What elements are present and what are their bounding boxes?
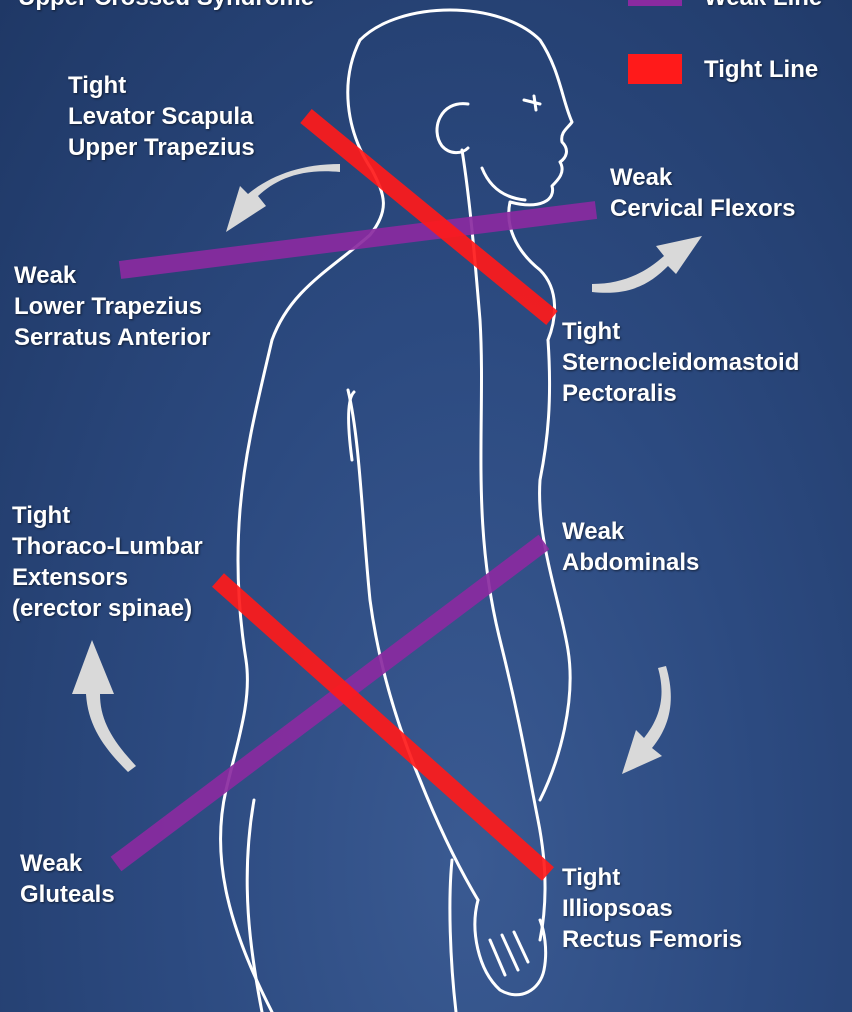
legend-tight-swatch: [628, 54, 682, 84]
ear-outline: [437, 104, 468, 153]
label-gluteals: Weak Gluteals: [20, 848, 115, 910]
label-cervical-flexors: Weak Cervical Flexors: [610, 162, 795, 224]
label-levator-scapula: Tight Levator Scapula Upper Trapezius: [68, 70, 255, 163]
muscle-text: Serratus Anterior: [14, 322, 211, 353]
status-text: Weak: [14, 260, 211, 291]
muscle-text: Cervical Flexors: [610, 193, 795, 224]
status-text: Weak: [562, 516, 699, 547]
buttock-outline: [247, 800, 262, 1012]
label-illiopsoas: Tight Illiopsoas Rectus Femoris: [562, 862, 742, 955]
label-sternocleidomastoid: Tight Sternocleidomastoid Pectoralis: [562, 316, 799, 409]
arrow-upper-right: [592, 236, 702, 293]
status-text: Tight: [562, 862, 742, 893]
arrow-lower-left: [72, 640, 136, 772]
muscle-text: (erector spinae): [12, 593, 203, 624]
finger-lines: [490, 932, 528, 975]
eye-mark: [524, 96, 540, 110]
label-abdominals: Weak Abdominals: [562, 516, 699, 578]
jaw-outline: [482, 168, 525, 200]
legend-weak-swatch: [628, 0, 682, 6]
muscle-text: Upper Trapezius: [68, 132, 255, 163]
arrow-upper-left: [226, 164, 340, 232]
muscle-text: Levator Scapula: [68, 101, 255, 132]
status-text: Weak: [610, 162, 795, 193]
label-lower-trapezius: Weak Lower Trapezius Serratus Anterior: [14, 260, 211, 353]
legend-tight-label: Tight Line: [704, 54, 818, 85]
muscle-text: Rectus Femoris: [562, 924, 742, 955]
lower-tight-line: [218, 580, 548, 874]
hand-outline: [475, 900, 546, 995]
body-outline: [221, 10, 572, 1012]
muscle-text: Thoraco-Lumbar: [12, 531, 203, 562]
back-outline: [221, 340, 272, 1012]
muscle-text: Sternocleidomastoid: [562, 347, 799, 378]
arrow-lower-right: [622, 666, 671, 774]
muscle-text: Lower Trapezius: [14, 291, 211, 322]
label-thoraco-lumbar: Tight Thoraco-Lumbar Extensors (erector …: [12, 500, 203, 624]
top-cut-title: Upper Crossed Syndrome: [18, 0, 314, 13]
muscle-text: Pectoralis: [562, 378, 799, 409]
muscle-text: Extensors: [12, 562, 203, 593]
muscle-text: Illiopsoas: [562, 893, 742, 924]
thigh-front-outline: [450, 860, 456, 1012]
muscle-text: Abdominals: [562, 547, 699, 578]
neck-back-outline: [272, 40, 383, 340]
status-text: Tight: [12, 500, 203, 531]
status-text: Weak: [20, 848, 115, 879]
legend-weak-label: Weak Line: [704, 0, 822, 13]
muscle-text: Gluteals: [20, 879, 115, 910]
status-text: Tight: [68, 70, 255, 101]
status-text: Tight: [562, 316, 799, 347]
